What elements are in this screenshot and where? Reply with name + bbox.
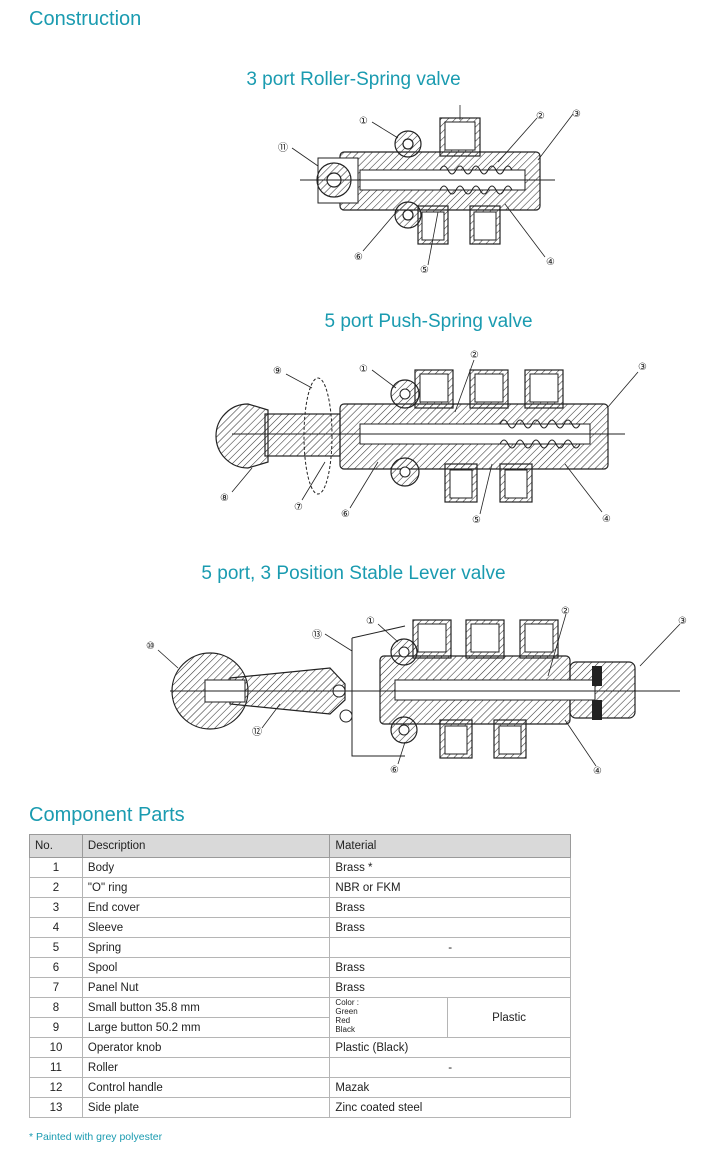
cell-no: 4 [29, 917, 83, 938]
header-description: Description [81, 834, 331, 858]
cell-description: Roller [81, 1057, 331, 1078]
cell-description: Large button 50.2 mm [81, 1017, 331, 1038]
cell-no: 5 [29, 937, 83, 958]
callout-5: ⑤ [420, 265, 429, 276]
cell-description: Operator knob [81, 1037, 331, 1058]
callout-10: ⑩ [146, 641, 155, 652]
callout-2: ② [536, 111, 545, 122]
cell-no: 8 [29, 997, 83, 1018]
cell-no: 11 [29, 1057, 83, 1078]
callout-7: ⑦ [294, 502, 303, 513]
cell-material: Brass [329, 957, 571, 978]
table-row: 6 Spool Brass [29, 957, 571, 978]
callout-3: ③ [572, 109, 581, 120]
table-row: 10 Operator knob Plastic (Black) [29, 1037, 571, 1058]
callout-11: ⑪ [278, 142, 288, 154]
cell-description: Control handle [81, 1077, 331, 1098]
cell-description: Spool [81, 957, 331, 978]
callout-8: ⑧ [220, 493, 229, 504]
cell-material: Plastic (Black) [329, 1037, 571, 1058]
cell-description: Body [81, 857, 331, 878]
callout-1: ① [359, 364, 368, 375]
cell-material: Brass [329, 977, 571, 998]
cell-no: 13 [29, 1097, 83, 1118]
callout-6: ⑥ [341, 509, 350, 520]
header-no: No. [29, 834, 83, 858]
section-title-construction: Construction [29, 8, 142, 30]
cell-material: Brass * [329, 857, 571, 878]
color-red: Red [335, 1016, 351, 1025]
cell-description: End cover [81, 897, 331, 918]
footnote: * Painted with grey polyester [29, 1131, 163, 1143]
callout-2: ② [561, 606, 570, 617]
cell-no: 3 [29, 897, 83, 918]
cell-description: "O" ring [81, 877, 331, 898]
cell-description: Spring [81, 937, 331, 958]
callout-4: ④ [602, 514, 611, 525]
table-row: 5 Spring - [29, 937, 571, 958]
cell-material: Brass [329, 917, 571, 938]
cell-no: 6 [29, 957, 83, 978]
callout-12: ⑫ [252, 726, 262, 738]
cell-no: 10 [29, 1037, 83, 1058]
roller-spring-valve-diagram: ① ② ③ ④ ⑤ ⑥ ⑪ [278, 105, 581, 276]
stable-lever-valve-diagram: ① ② ③ ④ ⑥ ⑩ ⑫ ⑬ [146, 606, 687, 777]
callout-3: ③ [638, 362, 647, 373]
cell-material: - [329, 1057, 571, 1078]
table-row: 7 Panel Nut Brass [29, 977, 571, 998]
component-parts-table: No. Description Material 1 Body Brass * … [29, 834, 571, 1118]
cell-color-options: Color : Green Red Black [329, 997, 449, 1038]
section-title-component-parts: Component Parts [29, 804, 185, 826]
diagram-title-stable-lever: 5 port, 3 Position Stable Lever valve [201, 563, 506, 584]
cell-description: Side plate [81, 1097, 331, 1118]
cell-material: - [329, 937, 571, 958]
callout-9: ⑨ [273, 366, 282, 377]
cell-description: Small button 35.8 mm [81, 997, 331, 1018]
cell-material: Brass [329, 897, 571, 918]
cell-no: 7 [29, 977, 83, 998]
cell-description: Panel Nut [81, 977, 331, 998]
callout-6: ⑥ [354, 252, 363, 263]
table-row: 11 Roller - [29, 1057, 571, 1078]
callout-3: ③ [678, 616, 687, 627]
color-green: Green [335, 1007, 358, 1016]
table-header-row: No. Description Material [29, 834, 571, 858]
cell-no: 12 [29, 1077, 83, 1098]
callout-1: ① [359, 116, 368, 127]
table-row: 3 End cover Brass [29, 897, 571, 918]
table-row: 8 Small button 35.8 mm Color : Green Red… [29, 997, 571, 1038]
cell-material: Zinc coated steel [329, 1097, 571, 1118]
cell-description: Sleeve [81, 917, 331, 938]
cell-material-plastic: Plastic [447, 997, 571, 1038]
diagram-title-push-spring: 5 port Push-Spring valve [324, 311, 533, 332]
table-row: 9 Large button 50.2 mm [29, 1017, 571, 1038]
cell-material: Mazak [329, 1077, 571, 1098]
callout-6: ⑥ [390, 765, 399, 776]
header-material: Material [329, 834, 571, 858]
callout-1: ① [366, 616, 375, 627]
cell-no: 9 [29, 1017, 83, 1038]
callout-5: ⑤ [472, 515, 481, 526]
diagram-title-roller-spring: 3 port Roller-Spring valve [246, 69, 461, 90]
color-label: Color : [335, 998, 359, 1007]
table-row: 13 Side plate Zinc coated steel [29, 1097, 571, 1118]
callout-2: ② [470, 350, 479, 361]
push-spring-valve-diagram: ① ② ③ ④ ⑤ ⑥ ⑦ ⑧ ⑨ [215, 350, 647, 526]
table-row: 12 Control handle Mazak [29, 1077, 571, 1098]
color-black: Black [335, 1025, 355, 1034]
cell-material: NBR or FKM [329, 877, 571, 898]
cell-no: 2 [29, 877, 83, 898]
table-row: 2 "O" ring NBR or FKM [29, 877, 571, 898]
callout-4: ④ [546, 257, 555, 268]
table-row: 1 Body Brass * [29, 857, 571, 878]
table-row: 4 Sleeve Brass [29, 917, 571, 938]
callout-13: ⑬ [312, 629, 322, 641]
callout-4: ④ [593, 766, 602, 777]
cell-no: 1 [29, 857, 83, 878]
